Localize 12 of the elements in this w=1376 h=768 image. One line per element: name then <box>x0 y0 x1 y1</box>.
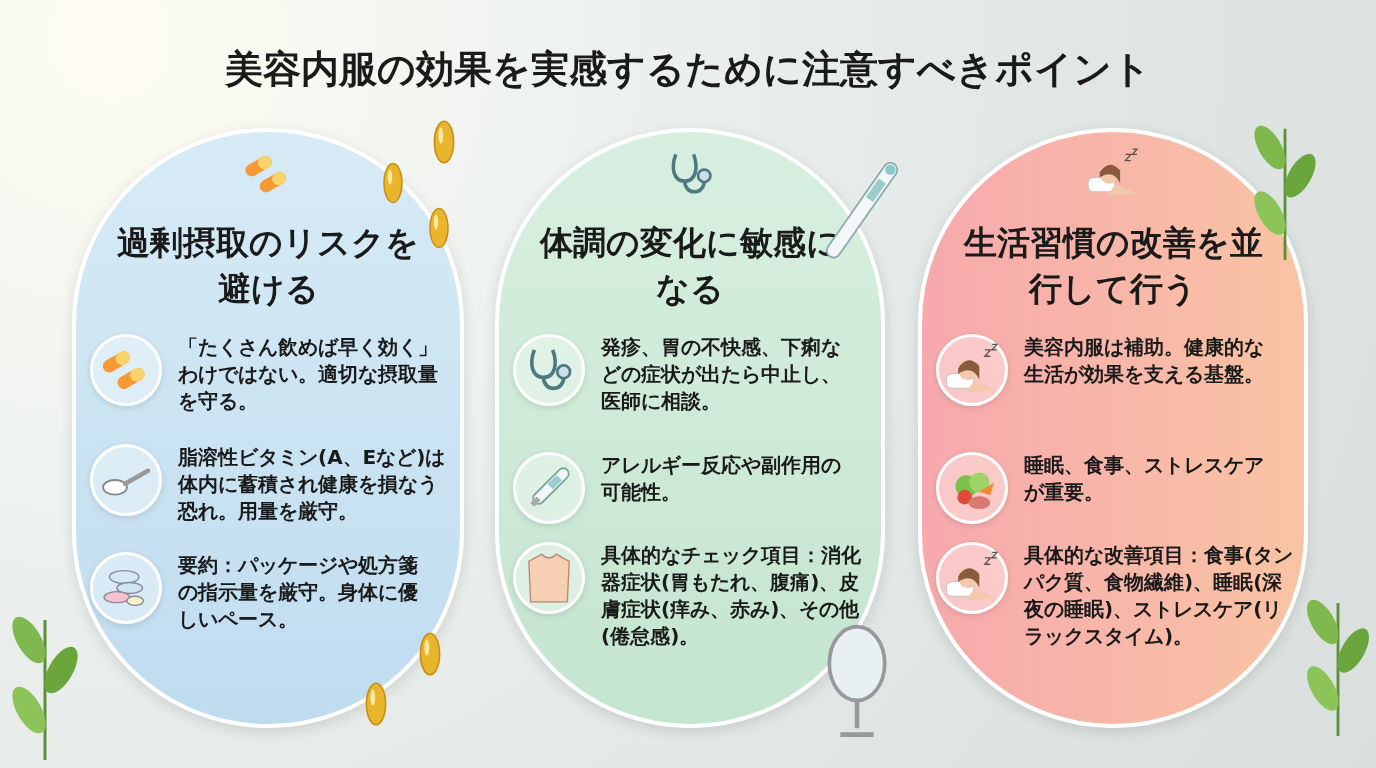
panel-heading: 生活習慣の改善を並行して行う <box>962 222 1264 310</box>
item-text: 発疹、胃の不快感、下痢などの症状が出たら中止し、医師に相談。 <box>601 334 842 415</box>
item-text: 「たくさん飲めば早く効く」わけではない。適切な摂取量を守る。 <box>178 334 438 415</box>
item-text: 美容内服は補助。健康的な生活が効果を支える基盤。 <box>1024 334 1264 388</box>
panel-heading: 過剰摂取のリスクを避ける <box>116 222 420 310</box>
item-text: 具体的な改善項目：食事(タンパク質、食物繊維)、睡眠(深夜の睡眠)、ストレスケア(リラックスタイム)。 <box>1024 542 1294 650</box>
item-text: 脂溶性ビタミン(A、Eなど)は体内に蓄積され健康を損なう恐れ。用量を厳守。 <box>178 444 447 525</box>
item-text: 睡眠、食事、ストレスケアが重要。 <box>1024 452 1264 506</box>
item-text: アレルギー反応や副作用の可能性。 <box>601 452 842 506</box>
title: 美容内服の効果を実感するために注意すべきポイント <box>224 46 1152 93</box>
item-text: 要約：パッケージや処方箋の指示量を厳守。身体に優しいペース。 <box>178 552 418 633</box>
item-text: 具体的なチェック項目：消化器症状(胃もたれ、腹痛)、皮膚症状(痒み、赤み)、その他(倦怠感)。 <box>601 542 862 650</box>
